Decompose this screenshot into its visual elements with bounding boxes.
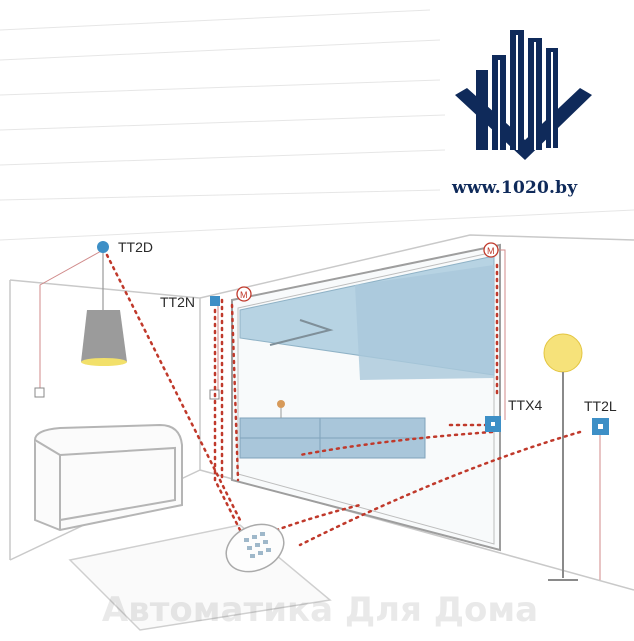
building-logo-icon	[455, 30, 592, 160]
label-ttx4: TTX4	[508, 397, 542, 413]
motor-icon-awning: M	[483, 242, 499, 258]
awning	[355, 265, 494, 380]
floor-lamp	[543, 333, 583, 581]
switch-left	[34, 387, 45, 398]
armchair	[34, 423, 183, 532]
tt2d-sensor-icon	[97, 241, 109, 253]
svg-text:M: M	[240, 290, 248, 300]
watermark: Автоматика Для Дома	[101, 590, 539, 630]
signal-lines	[105, 253, 582, 547]
label-tt2l: TT2L	[584, 398, 617, 414]
tt2n-sensor-icon	[210, 296, 220, 306]
pendant-lamp	[81, 250, 127, 366]
remote-control	[225, 523, 285, 573]
svg-text:M: M	[487, 246, 495, 256]
background-sketch	[0, 9, 634, 241]
logo-url: www.1020.by	[452, 178, 578, 198]
label-tt2n: TT2N	[160, 294, 195, 310]
label-tt2d: TT2D	[118, 239, 153, 255]
window	[231, 243, 501, 552]
motor-icon-window: M	[236, 286, 252, 302]
wall-switches	[34, 387, 220, 400]
